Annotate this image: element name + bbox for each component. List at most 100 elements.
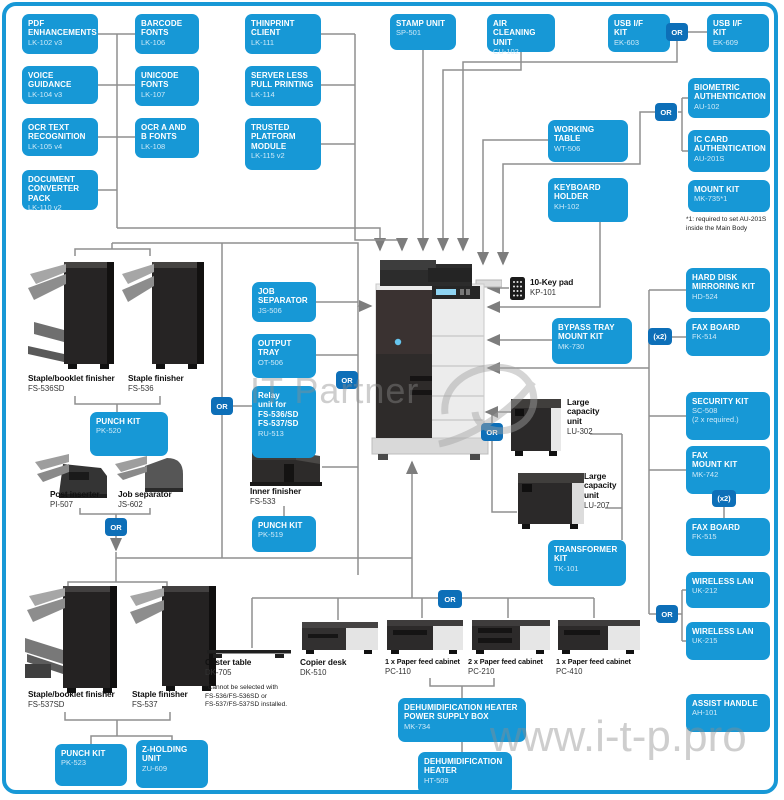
or-badge-inserter-separator: OR <box>105 518 127 536</box>
box-code: LK-110 v2 <box>28 203 62 213</box>
box-code: LK-107 <box>141 89 166 99</box>
box-title: THINPRINT CLIENT <box>251 19 295 38</box>
box-title: BARCODE FONTS <box>141 19 183 38</box>
box-code: PK-520 <box>96 426 122 436</box>
box-code: MK-730 <box>558 341 585 351</box>
mfp-printer-image <box>370 258 503 469</box>
box-code: HT-509 <box>424 775 449 785</box>
box-title: Relay unit for FS-536/SD FS-537/SD <box>258 391 299 429</box>
box-title: SECURITY KIT <box>692 397 749 406</box>
box-title: IC CARD AUTHENTICATION <box>694 135 766 154</box>
device-image-dk705 <box>205 646 293 664</box>
box-title: DOCUMENT CONVERTER PACK <box>28 175 80 203</box>
box-title: USB I/F KIT <box>713 19 743 38</box>
box-title: STAMP UNIT <box>396 19 446 28</box>
box-title: TRANSFORMER KIT <box>554 545 618 564</box>
device-image-pc410 <box>556 618 642 661</box>
box-title: PUNCH KIT <box>258 521 303 530</box>
box-code: SP-501 <box>396 28 422 38</box>
box-code: KH-102 <box>554 201 580 211</box>
box-title: PUNCH KIT <box>61 749 106 758</box>
or-badge-relay: OR <box>211 397 233 415</box>
device-image-dk510 <box>300 620 380 661</box>
box-code: LK-115 v2 <box>251 151 285 161</box>
box-title: AIR CLEANING UNIT <box>493 19 536 47</box>
box-title: PUNCH KIT <box>96 417 141 426</box>
box-code: UK-212 <box>692 586 718 596</box>
footnote-caster-table: *Cannot be selected with FS-536/FS-536SD… <box>205 684 288 709</box>
box-code: MK-734 <box>404 721 431 731</box>
box-code: LK-102 v3 <box>28 37 63 47</box>
box-code: RU-513 <box>258 428 284 438</box>
device-image-fs537sd <box>25 578 125 701</box>
box-title: UNICODE FONTS <box>141 71 179 90</box>
device-image-pi507 <box>35 452 113 503</box>
box-title: MOUNT KIT <box>694 185 740 194</box>
device-image-lu207 <box>512 468 588 535</box>
box-code: UK-215 <box>692 636 718 646</box>
box-title: ASSIST HANDLE <box>692 699 758 708</box>
box-code: AH-101 <box>692 708 718 718</box>
box-code: MK-735*1 <box>694 194 728 204</box>
or-badge-usb: OR <box>666 23 688 41</box>
box-title: WIRELESS LAN <box>692 577 754 586</box>
box-title: DEHUMIDIFICATION HEATER <box>424 757 503 776</box>
box-title: OCR A AND B FONTS <box>141 123 187 142</box>
device-image-fs537 <box>130 580 225 697</box>
box-code: LK-106 <box>141 37 166 47</box>
box-code: AU-201S <box>694 153 725 163</box>
box-title: WIRELESS LAN <box>692 627 754 636</box>
device-image-js602 <box>115 452 187 499</box>
box-code: PK-523 <box>61 758 87 768</box>
box-code: SC-508 (2 x required.) <box>692 406 739 424</box>
or-badge-large-capacity: OR <box>481 423 503 441</box>
device-image-pc210 <box>470 618 552 661</box>
box-dehumidification-heater-power-supply-box: DEHUMIDIFICATION HEATER POWER SUPPLY BOX… <box>398 698 526 742</box>
or-badge-output-collector: OR <box>336 371 358 389</box>
box-code: LK-111 <box>251 37 275 47</box>
box-code: EK-609 <box>713 37 739 47</box>
box-title: JOB SEPARATOR <box>258 287 308 306</box>
or-badge-cabinets: OR <box>438 590 462 608</box>
box-title: OUTPUT TRAY <box>258 339 292 358</box>
box-title: FAX BOARD <box>692 323 741 332</box>
box-title: BIOMETRIC AUTHENTICATION <box>694 83 766 102</box>
box-title: VOICE GUIDANCE <box>28 71 72 90</box>
or-badge-authentication: OR <box>655 103 677 121</box>
keypad-icon <box>509 276 526 306</box>
box-title: BYPASS TRAY MOUNT KIT <box>558 323 615 342</box>
